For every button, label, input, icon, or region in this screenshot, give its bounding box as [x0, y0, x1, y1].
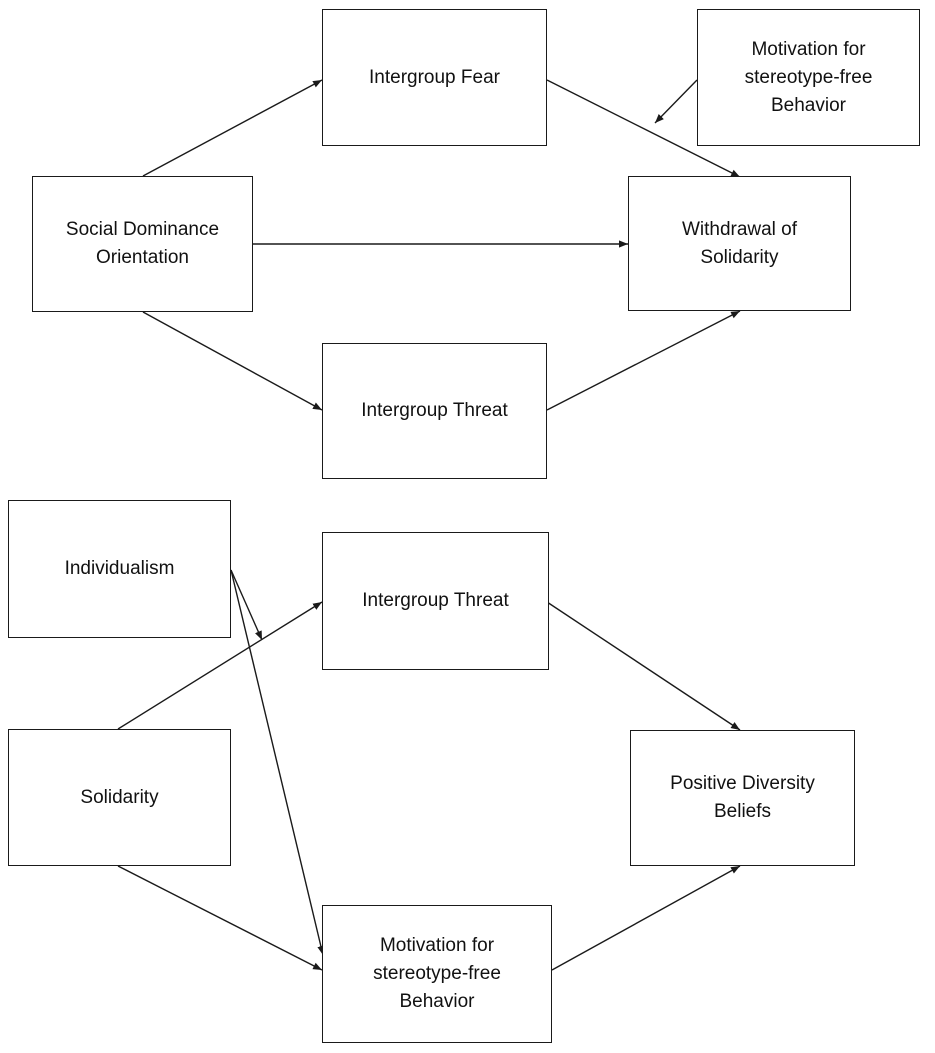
node-intergroup-threat-2: Intergroup Threat — [322, 532, 549, 670]
arrow-motivation-to-beliefs — [551, 865, 741, 971]
node-withdrawal-of-solidarity: Withdrawal of Solidarity — [628, 176, 851, 311]
node-motivation-stereotype-free: Motivation for stereotype-free Behavior — [322, 905, 552, 1043]
arrow-sdo-to-threat — [142, 311, 323, 411]
node-motivation-moderator: Motivation for stereotype-free Behavior — [697, 9, 920, 146]
node-intergroup-fear: Intergroup Fear — [322, 9, 547, 146]
arrow-threat-to-withdrawal — [546, 310, 741, 411]
node-intergroup-threat: Intergroup Threat — [322, 343, 547, 479]
node-label: Social Dominance Orientation — [65, 219, 220, 268]
node-label: Motivation for stereotype-free Behavior — [373, 935, 501, 1012]
node-solidarity: Solidarity — [8, 729, 231, 866]
node-label: Withdrawal of Solidarity — [681, 218, 798, 268]
node-label: Intergroup Fear — [369, 66, 500, 88]
node-label: Intergroup Threat — [361, 400, 508, 421]
arrow-threat-to-beliefs — [546, 601, 741, 731]
arrow-individualism-moderation-threat — [230, 569, 263, 641]
node-social-dominance-orientation: Social Dominance Orientation — [32, 176, 253, 312]
node-label: Motivation for stereotype-free Behavior — [744, 38, 873, 116]
arrow-individualism-moderation-motivation — [230, 569, 325, 956]
node-label: Intergroup Threat — [362, 590, 509, 611]
arrow-sdo-to-fear — [142, 79, 323, 177]
node-label: Individualism — [64, 558, 175, 579]
arrow-motivation-moderation — [654, 79, 698, 124]
node-label: Solidarity — [80, 786, 159, 808]
arrow-solidarity-to-motivation — [117, 865, 323, 971]
node-positive-diversity-beliefs: Positive Diversity Beliefs — [630, 730, 855, 866]
node-individualism: Individualism — [8, 500, 231, 638]
node-label: Positive Diversity Beliefs — [670, 773, 815, 822]
